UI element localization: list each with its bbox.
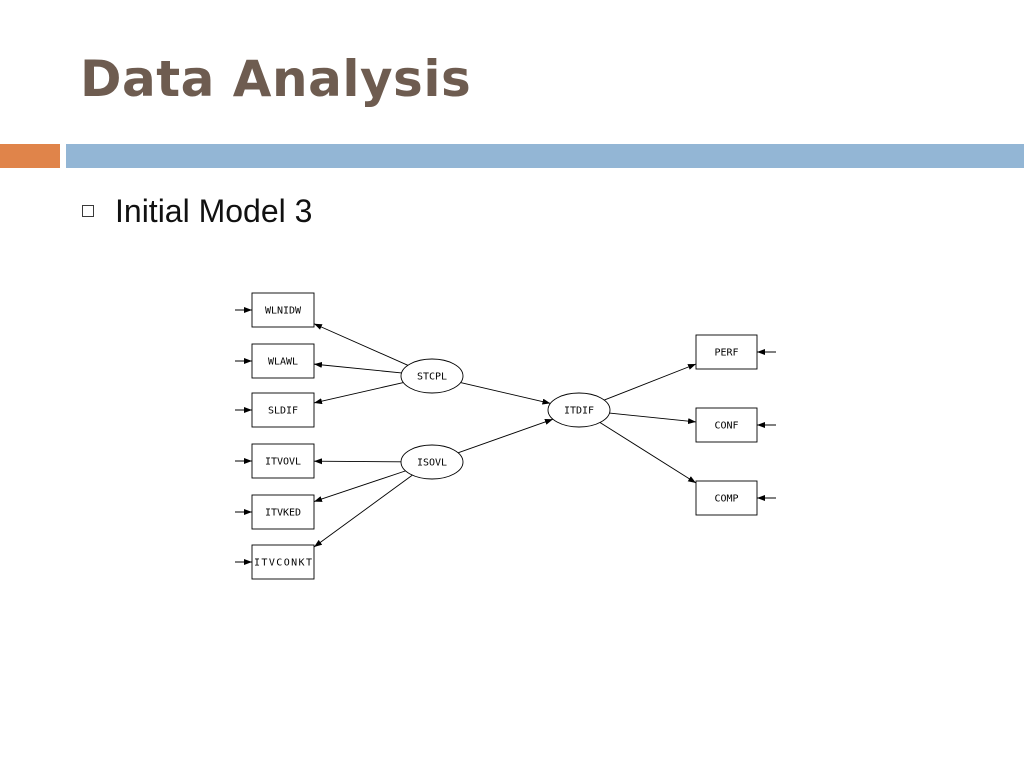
slide-title: Data Analysis: [80, 50, 472, 108]
path-itdif-to-comp: [599, 422, 697, 484]
path-itdif-to-conf: [609, 412, 697, 425]
indicator-label-itvovl: ITVOVL: [265, 457, 301, 468]
path-isovl-to-itvovl: [313, 458, 402, 465]
indicator-label-conf: CONF: [714, 421, 738, 432]
indicator-box-wlnidw: [251, 292, 315, 328]
path-isovl-to-itvconkt: [313, 474, 413, 548]
path-stcpl-to-itdif: [460, 382, 551, 405]
indicator-box-itvked: [251, 494, 315, 530]
path-stcpl-to-wlnidw: [313, 323, 409, 366]
indicator-label-wlnidw: WLNIDW: [265, 306, 302, 317]
path-isovl-to-itdif: [457, 418, 554, 454]
indicator-label-itvked: ITVKED: [265, 508, 301, 519]
indicator-box-itvovl: [251, 443, 315, 479]
path-stcpl-to-wlawl: [313, 361, 402, 374]
accent-bar-orange: [0, 144, 60, 168]
path-stcpl-to-sldif: [313, 382, 404, 405]
indicator-label-perf: PERF: [714, 348, 738, 359]
indicator-box-perf: [695, 334, 758, 370]
path-isovl-to-itvked: [313, 470, 406, 503]
indicator-label-comp: COMP: [714, 494, 738, 505]
indicator-box-itvconkt: [251, 544, 315, 580]
indicator-label-wlawl: WLAWL: [268, 357, 298, 368]
path-itdif-to-perf: [604, 363, 697, 401]
bullet-text: Initial Model 3: [115, 193, 313, 229]
indicator-label-sldif: SLDIF: [268, 406, 298, 417]
indicator-box-wlawl: [251, 343, 315, 379]
latent-label-stcpl: STCPL: [417, 372, 447, 383]
indicator-box-sldif: [251, 392, 315, 428]
indicator-box-conf: [695, 407, 758, 443]
latent-ellipse-itdif: [547, 392, 611, 428]
latent-label-itdif: ITDIF: [564, 406, 594, 417]
bullet-square-icon: [82, 205, 94, 217]
latent-label-isovl: ISOVL: [417, 458, 447, 469]
accent-bar-blue: [66, 144, 1024, 168]
indicator-box-comp: [695, 480, 758, 516]
latent-ellipse-isovl: [400, 444, 464, 480]
indicator-label-itvconkt: ITVCONKT: [254, 558, 312, 569]
latent-ellipse-stcpl: [400, 358, 464, 394]
